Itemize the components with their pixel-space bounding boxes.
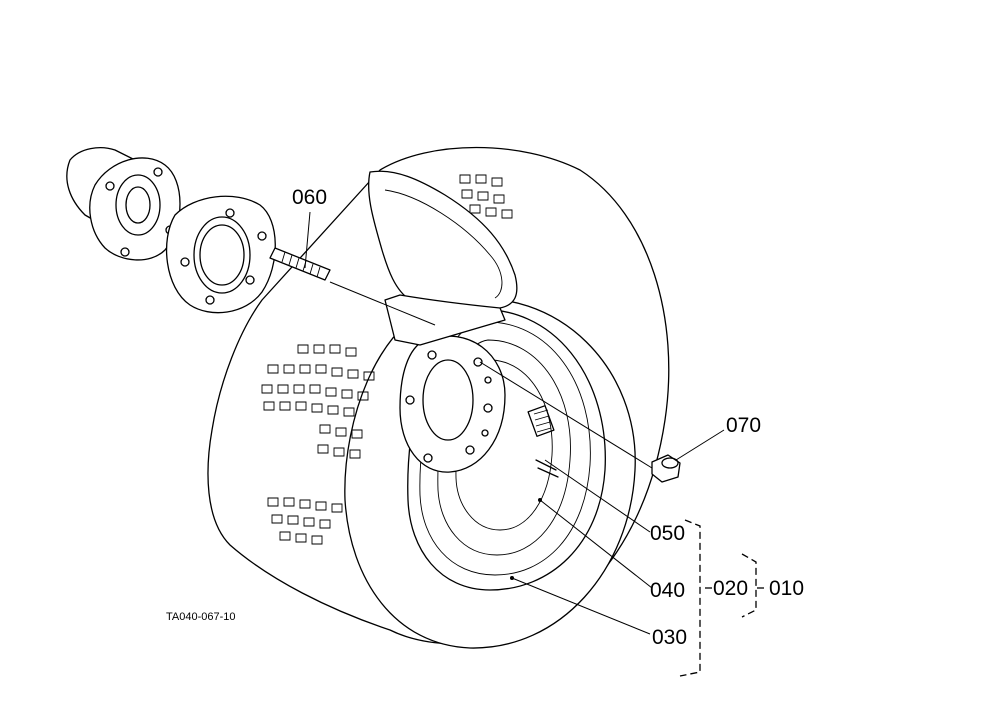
label-050: 050 <box>650 522 685 545</box>
label-030: 030 <box>652 626 687 649</box>
label-060: 060 <box>292 186 327 209</box>
spacer-disc <box>165 195 276 314</box>
label-020: 020 <box>713 577 748 600</box>
figure-code: TA040-067-10 <box>166 611 236 623</box>
stud-bolt <box>269 247 436 326</box>
label-010: 010 <box>769 577 804 600</box>
label-070: 070 <box>726 414 761 437</box>
label-040: 040 <box>650 579 685 602</box>
leader-lines <box>304 211 725 635</box>
group-brackets <box>679 519 768 677</box>
lug-nut <box>651 454 681 483</box>
tread-pattern <box>261 174 513 545</box>
tire-cutaway <box>368 170 518 346</box>
hub-housing <box>66 147 181 261</box>
